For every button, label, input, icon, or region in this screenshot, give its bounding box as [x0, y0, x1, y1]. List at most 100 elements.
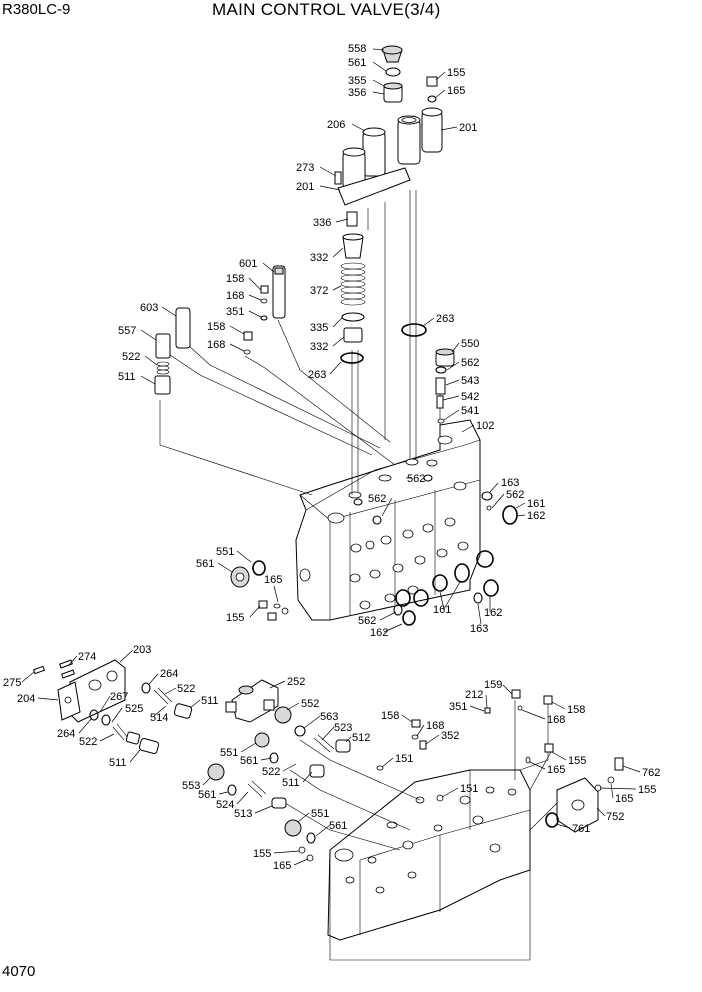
callout-550: 550 [461, 338, 479, 350]
callout-159: 159 [484, 679, 502, 691]
callout-563: 563 [320, 711, 338, 723]
callout-labels: 558 561 355 356 155 165 206 201 273 201 … [3, 43, 660, 872]
callout-542: 542 [461, 391, 479, 403]
callout-351: 351 [449, 701, 467, 713]
callout-165: 165 [547, 764, 565, 776]
callout-165: 165 [264, 574, 282, 586]
callout-158: 158 [207, 321, 225, 333]
callout-522: 522 [177, 683, 195, 695]
callout-562: 562 [407, 473, 425, 485]
diagram-title: MAIN CONTROL VALVE(3/4) [212, 0, 441, 19]
callout-561: 561 [348, 57, 366, 69]
pilot-valve-stack [334, 45, 443, 364]
callout-264: 264 [57, 728, 75, 740]
callout-356: 356 [348, 87, 366, 99]
callout-273: 273 [296, 162, 314, 174]
callout-275: 275 [3, 677, 21, 689]
lower-right-components [376, 689, 624, 833]
callout-562: 562 [368, 493, 386, 505]
callout-372: 372 [310, 285, 328, 297]
callout-162: 162 [527, 510, 545, 522]
callout-552: 552 [301, 698, 319, 710]
assembly-guide-lines [159, 190, 441, 496]
callout-525: 525 [125, 703, 143, 715]
callout-165: 165 [447, 85, 465, 97]
callout-355: 355 [348, 75, 366, 87]
callout-201: 201 [296, 181, 314, 193]
cover-plate-203 [32, 659, 126, 723]
callout-332: 332 [310, 252, 328, 264]
callout-201: 201 [459, 122, 477, 134]
lower-left-components [207, 706, 351, 862]
callout-168: 168 [207, 339, 225, 351]
callout-562: 562 [506, 489, 524, 501]
callout-524: 524 [216, 799, 234, 811]
callout-762: 762 [642, 767, 660, 779]
callout-151: 151 [395, 753, 413, 765]
callout-553: 553 [182, 780, 200, 792]
lower-valve-block [327, 769, 531, 961]
callout-561: 561 [240, 755, 258, 767]
callout-512: 512 [352, 732, 370, 744]
lower-guide-lines [279, 700, 561, 851]
callout-263: 263 [308, 369, 326, 381]
callout-752: 752 [606, 811, 624, 823]
callout-352: 352 [441, 730, 459, 742]
callout-514: 514 [150, 712, 168, 724]
callout-204: 204 [17, 693, 35, 705]
small-spools-left [89, 682, 193, 754]
relief-valves-left [154, 265, 286, 395]
callout-511: 511 [109, 757, 127, 769]
main-valve-block-102 [295, 419, 481, 621]
callout-158: 158 [381, 710, 399, 722]
callout-523: 523 [334, 722, 352, 734]
page-number: 4070 [2, 963, 36, 980]
callout-351: 351 [226, 306, 244, 318]
valve-252 [225, 679, 279, 723]
callout-511: 511 [282, 777, 300, 789]
callout-511: 511 [201, 695, 219, 707]
callout-274: 274 [78, 651, 96, 663]
callout-206: 206 [327, 119, 345, 131]
callout-511: 511 [118, 371, 136, 383]
callout-162: 162 [484, 607, 502, 619]
callout-332: 332 [310, 341, 328, 353]
callout-168: 168 [426, 720, 444, 732]
callout-155: 155 [568, 755, 586, 767]
callout-267: 267 [110, 691, 128, 703]
callout-551: 551 [216, 546, 234, 558]
callout-551: 551 [220, 747, 238, 759]
callout-168: 168 [226, 290, 244, 302]
callout-562: 562 [461, 357, 479, 369]
callout-162: 162 [370, 627, 388, 639]
callout-102: 102 [476, 420, 494, 432]
callout-513: 513 [234, 808, 252, 820]
callout-543: 543 [461, 375, 479, 387]
callout-603: 603 [140, 302, 158, 314]
callout-336: 336 [313, 217, 331, 229]
callout-163: 163 [501, 477, 519, 489]
callout-161: 161 [433, 604, 451, 616]
callout-522: 522 [122, 351, 140, 363]
callout-601: 601 [239, 258, 257, 270]
callout-561: 561 [198, 789, 216, 801]
callout-263: 263 [436, 313, 454, 325]
callout-541: 541 [461, 405, 479, 417]
callout-leader-lines [21, 48, 641, 866]
callout-252: 252 [287, 676, 305, 688]
model-number: R380LC-9 [2, 1, 71, 18]
callout-561: 561 [196, 558, 214, 570]
block-left-parts [230, 560, 289, 621]
callout-165: 165 [273, 860, 291, 872]
block-right-parts [353, 348, 518, 626]
callout-161: 161 [527, 498, 545, 510]
callout-212: 212 [465, 689, 483, 701]
callout-155: 155 [447, 67, 465, 79]
callout-264: 264 [160, 668, 178, 680]
callout-158: 158 [226, 273, 244, 285]
callout-562: 562 [358, 615, 376, 627]
callout-203: 203 [133, 644, 151, 656]
callout-335: 335 [310, 322, 328, 334]
